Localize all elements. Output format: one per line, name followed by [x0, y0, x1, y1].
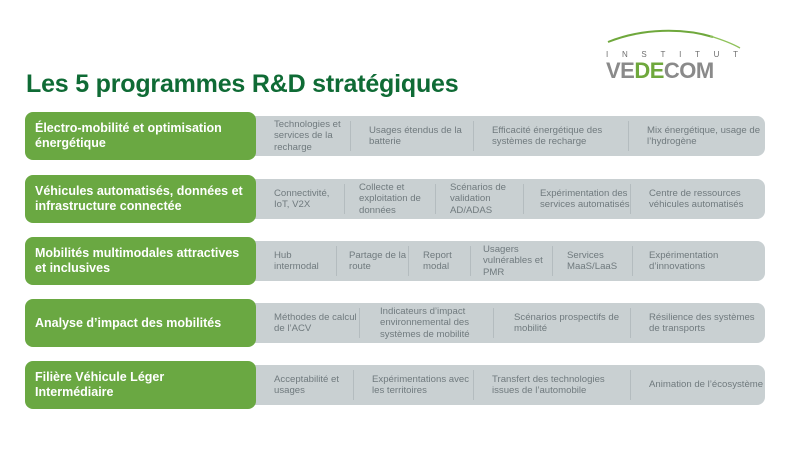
program-label: Mobilités multimodales attractives et in… [25, 237, 256, 285]
logo-wordmark: VEDECOM [606, 58, 714, 83]
divider [630, 370, 631, 400]
topic-cell: Hub intermodal [274, 249, 319, 273]
topic-cell: Centre de ressources véhicules automatis… [649, 187, 744, 211]
divider [523, 184, 524, 214]
topic-cell: Animation de l’écosystème [649, 379, 764, 391]
topic-cell: Indicateurs d’impact environnemental des… [380, 305, 470, 340]
divider [353, 370, 354, 400]
divider [470, 246, 471, 276]
topic-bar [247, 179, 765, 219]
program-row: Hub intermodal Partage de la route Repor… [25, 237, 765, 285]
topic-cell: Scénarios de validation AD/ADAS [450, 181, 506, 216]
divider [408, 246, 409, 276]
divider [630, 308, 631, 338]
vedecom-logo: I N S T I T U T VEDECOM [598, 24, 748, 83]
topic-cell: Résilience des systèmes de transports [649, 311, 755, 335]
program-row: Connectivité, IoT, V2X Collecte et explo… [25, 175, 765, 223]
topic-cell: Services MaaS/LaaS [567, 249, 618, 273]
logo-tagline: I N S T I T U T [606, 50, 738, 59]
topic-cell: Mix énergétique, usage de l’hydrogène [647, 124, 761, 148]
divider [344, 184, 345, 214]
program-label: Analyse d’impact des mobilités [25, 299, 256, 347]
topic-cell: Connectivité, IoT, V2X [274, 187, 330, 211]
topic-cell: Acceptabilité et usages [274, 373, 340, 397]
topic-cell: Expérimentation des services automatisés [540, 187, 630, 211]
program-row: Acceptabilité et usages Expérimentations… [25, 361, 765, 409]
topic-cell: Efficacité énergétique des systèmes de r… [492, 124, 603, 148]
divider [493, 308, 494, 338]
topic-bar [247, 116, 765, 156]
program-row: Technologies et services de la recharge … [25, 112, 765, 160]
topic-cell: Usagers vulnérables et PMR [483, 243, 543, 278]
divider [552, 246, 553, 276]
topic-cell: Technologies et services de la recharge [274, 118, 341, 153]
topic-bar [247, 365, 765, 405]
divider [632, 246, 633, 276]
program-label: Électro-mobilité et optimisation énergét… [25, 112, 256, 160]
program-row: Méthodes de calcul de l’ACV Indicateurs … [25, 299, 765, 347]
topic-cell: Collecte et exploitation de données [359, 181, 421, 216]
divider [630, 184, 631, 214]
divider [473, 121, 474, 151]
divider [350, 121, 351, 151]
divider [628, 121, 629, 151]
topic-bar [247, 303, 765, 343]
car-roof-arc-icon [607, 29, 741, 49]
topic-cell: Scénarios prospectifs de mobilité [514, 311, 620, 335]
program-label: Filière Véhicule Léger Intermédiaire [25, 361, 256, 409]
divider [336, 246, 337, 276]
topic-bar [247, 241, 765, 281]
divider [435, 184, 436, 214]
program-label: Véhicules automatisés, données et infras… [25, 175, 256, 223]
topic-cell: Partage de la route [349, 249, 407, 273]
topic-cell: Usages étendus de la batterie [369, 124, 462, 148]
topic-cell: Transfert des technologies issues de l’a… [492, 373, 605, 397]
topic-cell: Méthodes de calcul de l’ACV [274, 311, 357, 335]
divider [473, 370, 474, 400]
topic-cell: Report modal [423, 249, 452, 273]
topic-cell: Expérimentations avec les territoires [372, 373, 470, 397]
topic-cell: Expérimentation d’innovations [649, 249, 719, 273]
page-title: Les 5 programmes R&D stratégiques [26, 70, 459, 98]
divider [359, 308, 360, 338]
